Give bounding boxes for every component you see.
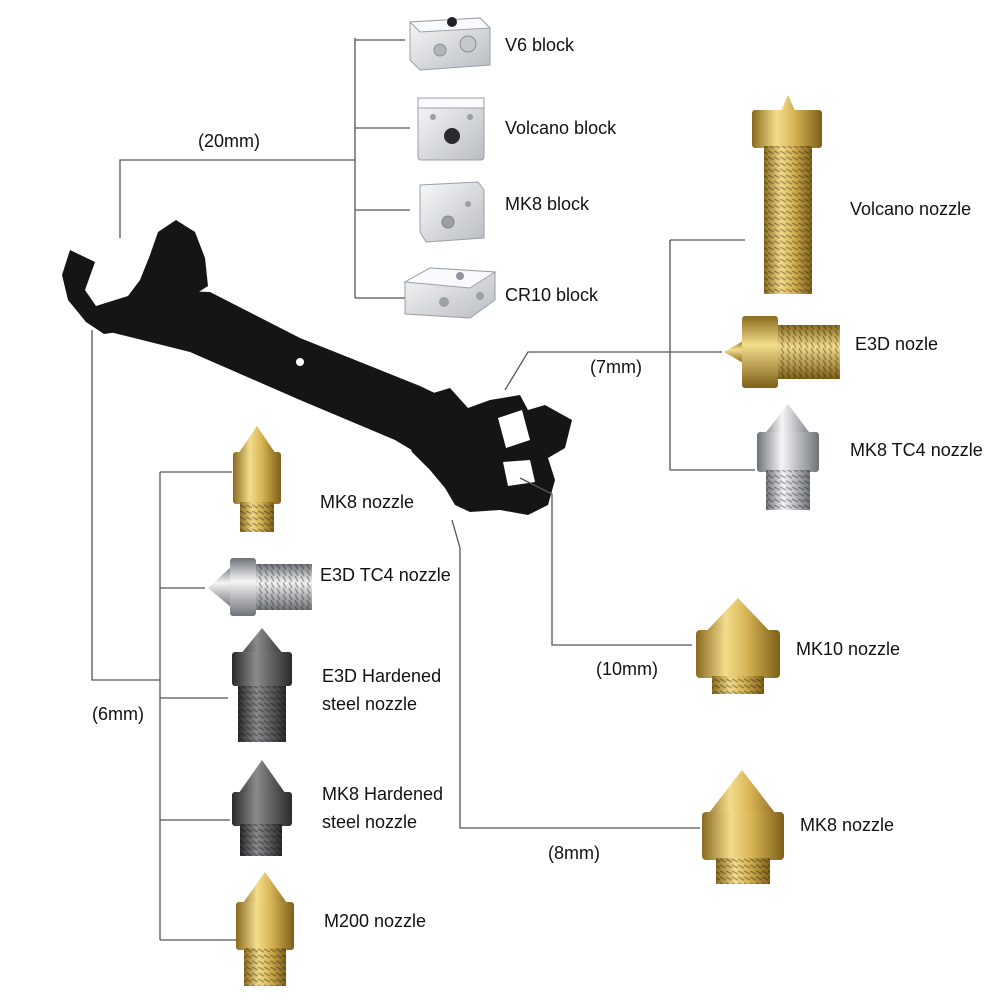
size-label-7mm: (7mm)	[590, 357, 642, 377]
e3d-nozzle-label: E3D nozle	[855, 334, 939, 354]
mk10-nozzle-label: MK10 nozzle	[796, 639, 901, 659]
m200-nozzle-image	[236, 872, 294, 986]
volcano-nozzle-image	[752, 95, 822, 294]
volcano-block-image	[417, 97, 485, 161]
mk8-nozzle-8mm-image	[702, 770, 784, 884]
wrench-hole	[296, 358, 304, 366]
size-label-20mm: (20mm)	[198, 131, 260, 151]
wrench	[62, 220, 572, 515]
e3d-tc4-nozzle-label: E3D TC4 nozzle	[320, 565, 451, 585]
size-label-10mm: (10mm)	[596, 659, 658, 679]
wrench-notch-10	[503, 460, 535, 486]
cr10-block-image	[403, 267, 497, 319]
connector-lines	[91, 38, 755, 941]
mk10-nozzle-image	[696, 598, 780, 694]
mk8-tc4-nozzle-image	[757, 404, 819, 510]
mk8-hardened-nozzle-image	[232, 760, 292, 856]
e3d-hardened-nozzle-label: E3D Hardened steel nozzle	[322, 666, 442, 714]
wrench-notch-7	[498, 410, 530, 448]
v6-block-label: V6 block	[505, 35, 575, 55]
mk8-nozzle-6mm-label: MK8 nozzle	[320, 492, 415, 512]
size-label-6mm: (6mm)	[92, 704, 144, 724]
volcano-nozzle-label: Volcano nozzle	[850, 199, 972, 219]
e3d-tc4-nozzle-image	[208, 558, 312, 616]
mk8-nozzle-6mm-image	[233, 426, 281, 532]
wrench-handle	[110, 290, 470, 470]
mk8-tc4-nozzle-label: MK8 TC4 nozzle	[850, 440, 983, 460]
m200-nozzle-label: M200 nozzle	[324, 911, 427, 931]
mk8-nozzle-8mm-label: MK8 nozzle	[800, 815, 895, 835]
e3d-nozzle-image	[724, 316, 840, 388]
e3d-hardened-nozzle-image	[232, 628, 292, 742]
mk8-hardened-nozzle-label: MK8 Hardened steel nozzle	[322, 784, 444, 832]
wrench-right-jaw	[402, 388, 572, 515]
volcano-block-label: Volcano block	[505, 118, 617, 138]
cr10-block-label: CR10 block	[505, 285, 599, 305]
mk8-block-image	[419, 181, 485, 243]
mk8-block-label: MK8 block	[505, 194, 590, 214]
v6-block-image	[408, 17, 492, 71]
size-label-8mm: (8mm)	[548, 843, 600, 863]
